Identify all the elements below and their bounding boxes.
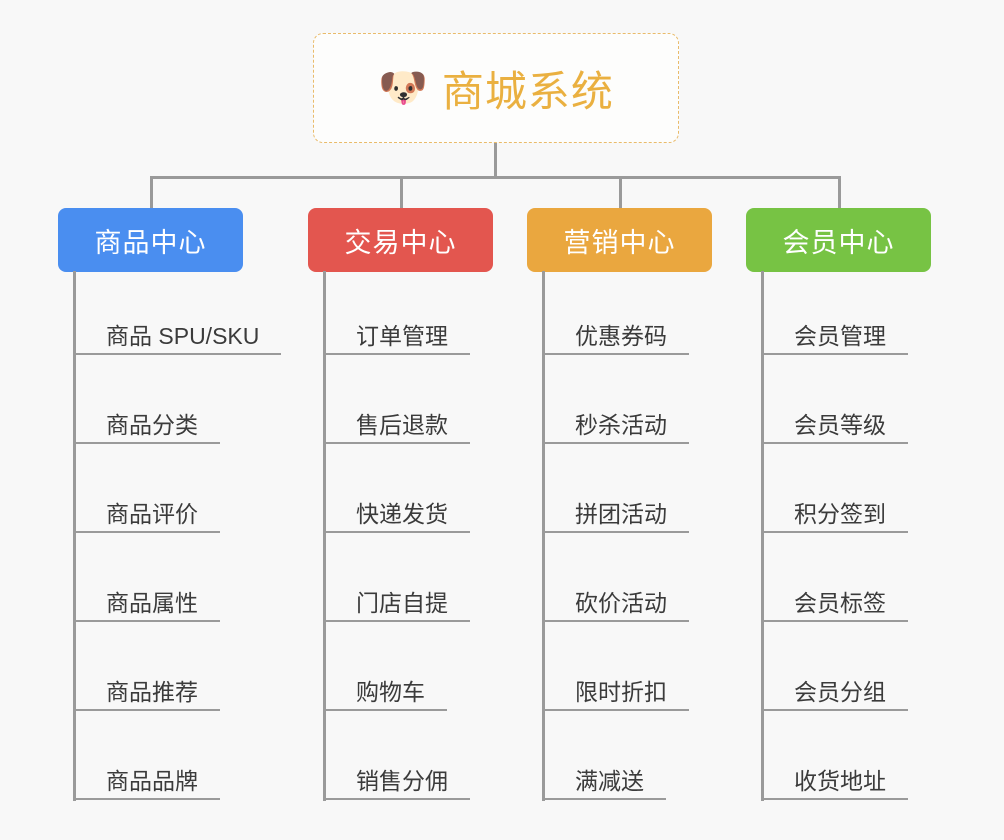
leaf-item[interactable]: 秒杀活动 <box>542 400 689 444</box>
root-node[interactable]: 🐶 商城系统 <box>313 33 679 143</box>
leaf-item[interactable]: 会员管理 <box>761 311 908 355</box>
category-header-label: 交易中心 <box>344 227 457 258</box>
leaf-item[interactable]: 商品分类 <box>73 400 220 444</box>
leaf-label: 限时折扣 <box>575 678 667 705</box>
category-header-label: 营销中心 <box>563 227 676 258</box>
leaf-label: 订单管理 <box>356 322 448 349</box>
leaf-item[interactable]: 砍价活动 <box>542 578 689 622</box>
category-header-label: 会员中心 <box>782 227 895 258</box>
leaf-label: 会员分组 <box>794 678 886 705</box>
trunk-product-center <box>73 271 76 801</box>
leaf-label: 秒杀活动 <box>575 411 667 438</box>
leaf-label: 砍价活动 <box>575 589 667 616</box>
leaf-item[interactable]: 销售分佣 <box>323 756 470 800</box>
leaf-item[interactable]: 会员分组 <box>761 667 908 711</box>
leaf-item[interactable]: 商品属性 <box>73 578 220 622</box>
leaf-item[interactable]: 收货地址 <box>761 756 908 800</box>
leaf-item[interactable]: 商品评价 <box>73 489 220 533</box>
leaf-label: 快递发货 <box>356 500 448 527</box>
leaf-label: 会员等级 <box>794 411 886 438</box>
trunk-member-center <box>761 271 764 801</box>
leaf-item[interactable]: 商品 SPU/SKU <box>73 311 282 355</box>
connector-drop-member <box>838 176 841 210</box>
category-header-member-center[interactable]: 会员中心 <box>746 208 931 272</box>
leaf-item[interactable]: 售后退款 <box>323 400 470 444</box>
leaf-label: 门店自提 <box>356 589 448 616</box>
leaf-item[interactable]: 订单管理 <box>323 311 470 355</box>
leaf-item[interactable]: 购物车 <box>323 667 447 711</box>
connector-root-stem <box>494 143 497 178</box>
leaf-item[interactable]: 拼团活动 <box>542 489 689 533</box>
leaf-label: 积分签到 <box>794 500 886 527</box>
leaf-label: 购物车 <box>356 678 425 705</box>
connector-drop-product <box>150 176 153 210</box>
leaf-item[interactable]: 会员等级 <box>761 400 908 444</box>
leaf-item[interactable]: 商品品牌 <box>73 756 220 800</box>
leaf-label: 满减送 <box>575 767 644 794</box>
category-header-marketing-center[interactable]: 营销中心 <box>527 208 712 272</box>
leaf-label: 商品品牌 <box>106 767 198 794</box>
connector-drop-trade <box>400 176 403 210</box>
leaf-item[interactable]: 会员标签 <box>761 578 908 622</box>
leaf-label: 拼团活动 <box>575 500 667 527</box>
dog-face-icon: 🐶 <box>378 66 428 110</box>
leaf-label: 售后退款 <box>356 411 448 438</box>
connector-horizontal-bus <box>150 176 841 179</box>
category-header-product-center[interactable]: 商品中心 <box>58 208 243 272</box>
leaf-label: 商品分类 <box>106 411 198 438</box>
leaf-label: 收货地址 <box>794 767 886 794</box>
leaf-label: 商品属性 <box>106 589 198 616</box>
leaf-label: 会员管理 <box>794 322 886 349</box>
trunk-trade-center <box>323 271 326 801</box>
leaf-item[interactable]: 快递发货 <box>323 489 470 533</box>
leaf-label: 优惠券码 <box>575 322 667 349</box>
category-header-trade-center[interactable]: 交易中心 <box>308 208 493 272</box>
leaf-item[interactable]: 商品推荐 <box>73 667 220 711</box>
leaf-label: 会员标签 <box>794 589 886 616</box>
root-title: 商城系统 <box>441 67 614 115</box>
trunk-marketing-center <box>542 271 545 801</box>
category-header-label: 商品中心 <box>94 227 207 258</box>
leaf-item[interactable]: 门店自提 <box>323 578 470 622</box>
leaf-item[interactable]: 积分签到 <box>761 489 908 533</box>
leaf-label: 商品推荐 <box>106 678 198 705</box>
leaf-item[interactable]: 满减送 <box>542 756 666 800</box>
connector-drop-marketing <box>619 176 622 210</box>
leaf-label: 销售分佣 <box>356 767 448 794</box>
leaf-item[interactable]: 优惠券码 <box>542 311 689 355</box>
leaf-item[interactable]: 限时折扣 <box>542 667 689 711</box>
leaf-label: 商品评价 <box>106 500 198 527</box>
leaf-label: 商品 SPU/SKU <box>106 322 260 349</box>
